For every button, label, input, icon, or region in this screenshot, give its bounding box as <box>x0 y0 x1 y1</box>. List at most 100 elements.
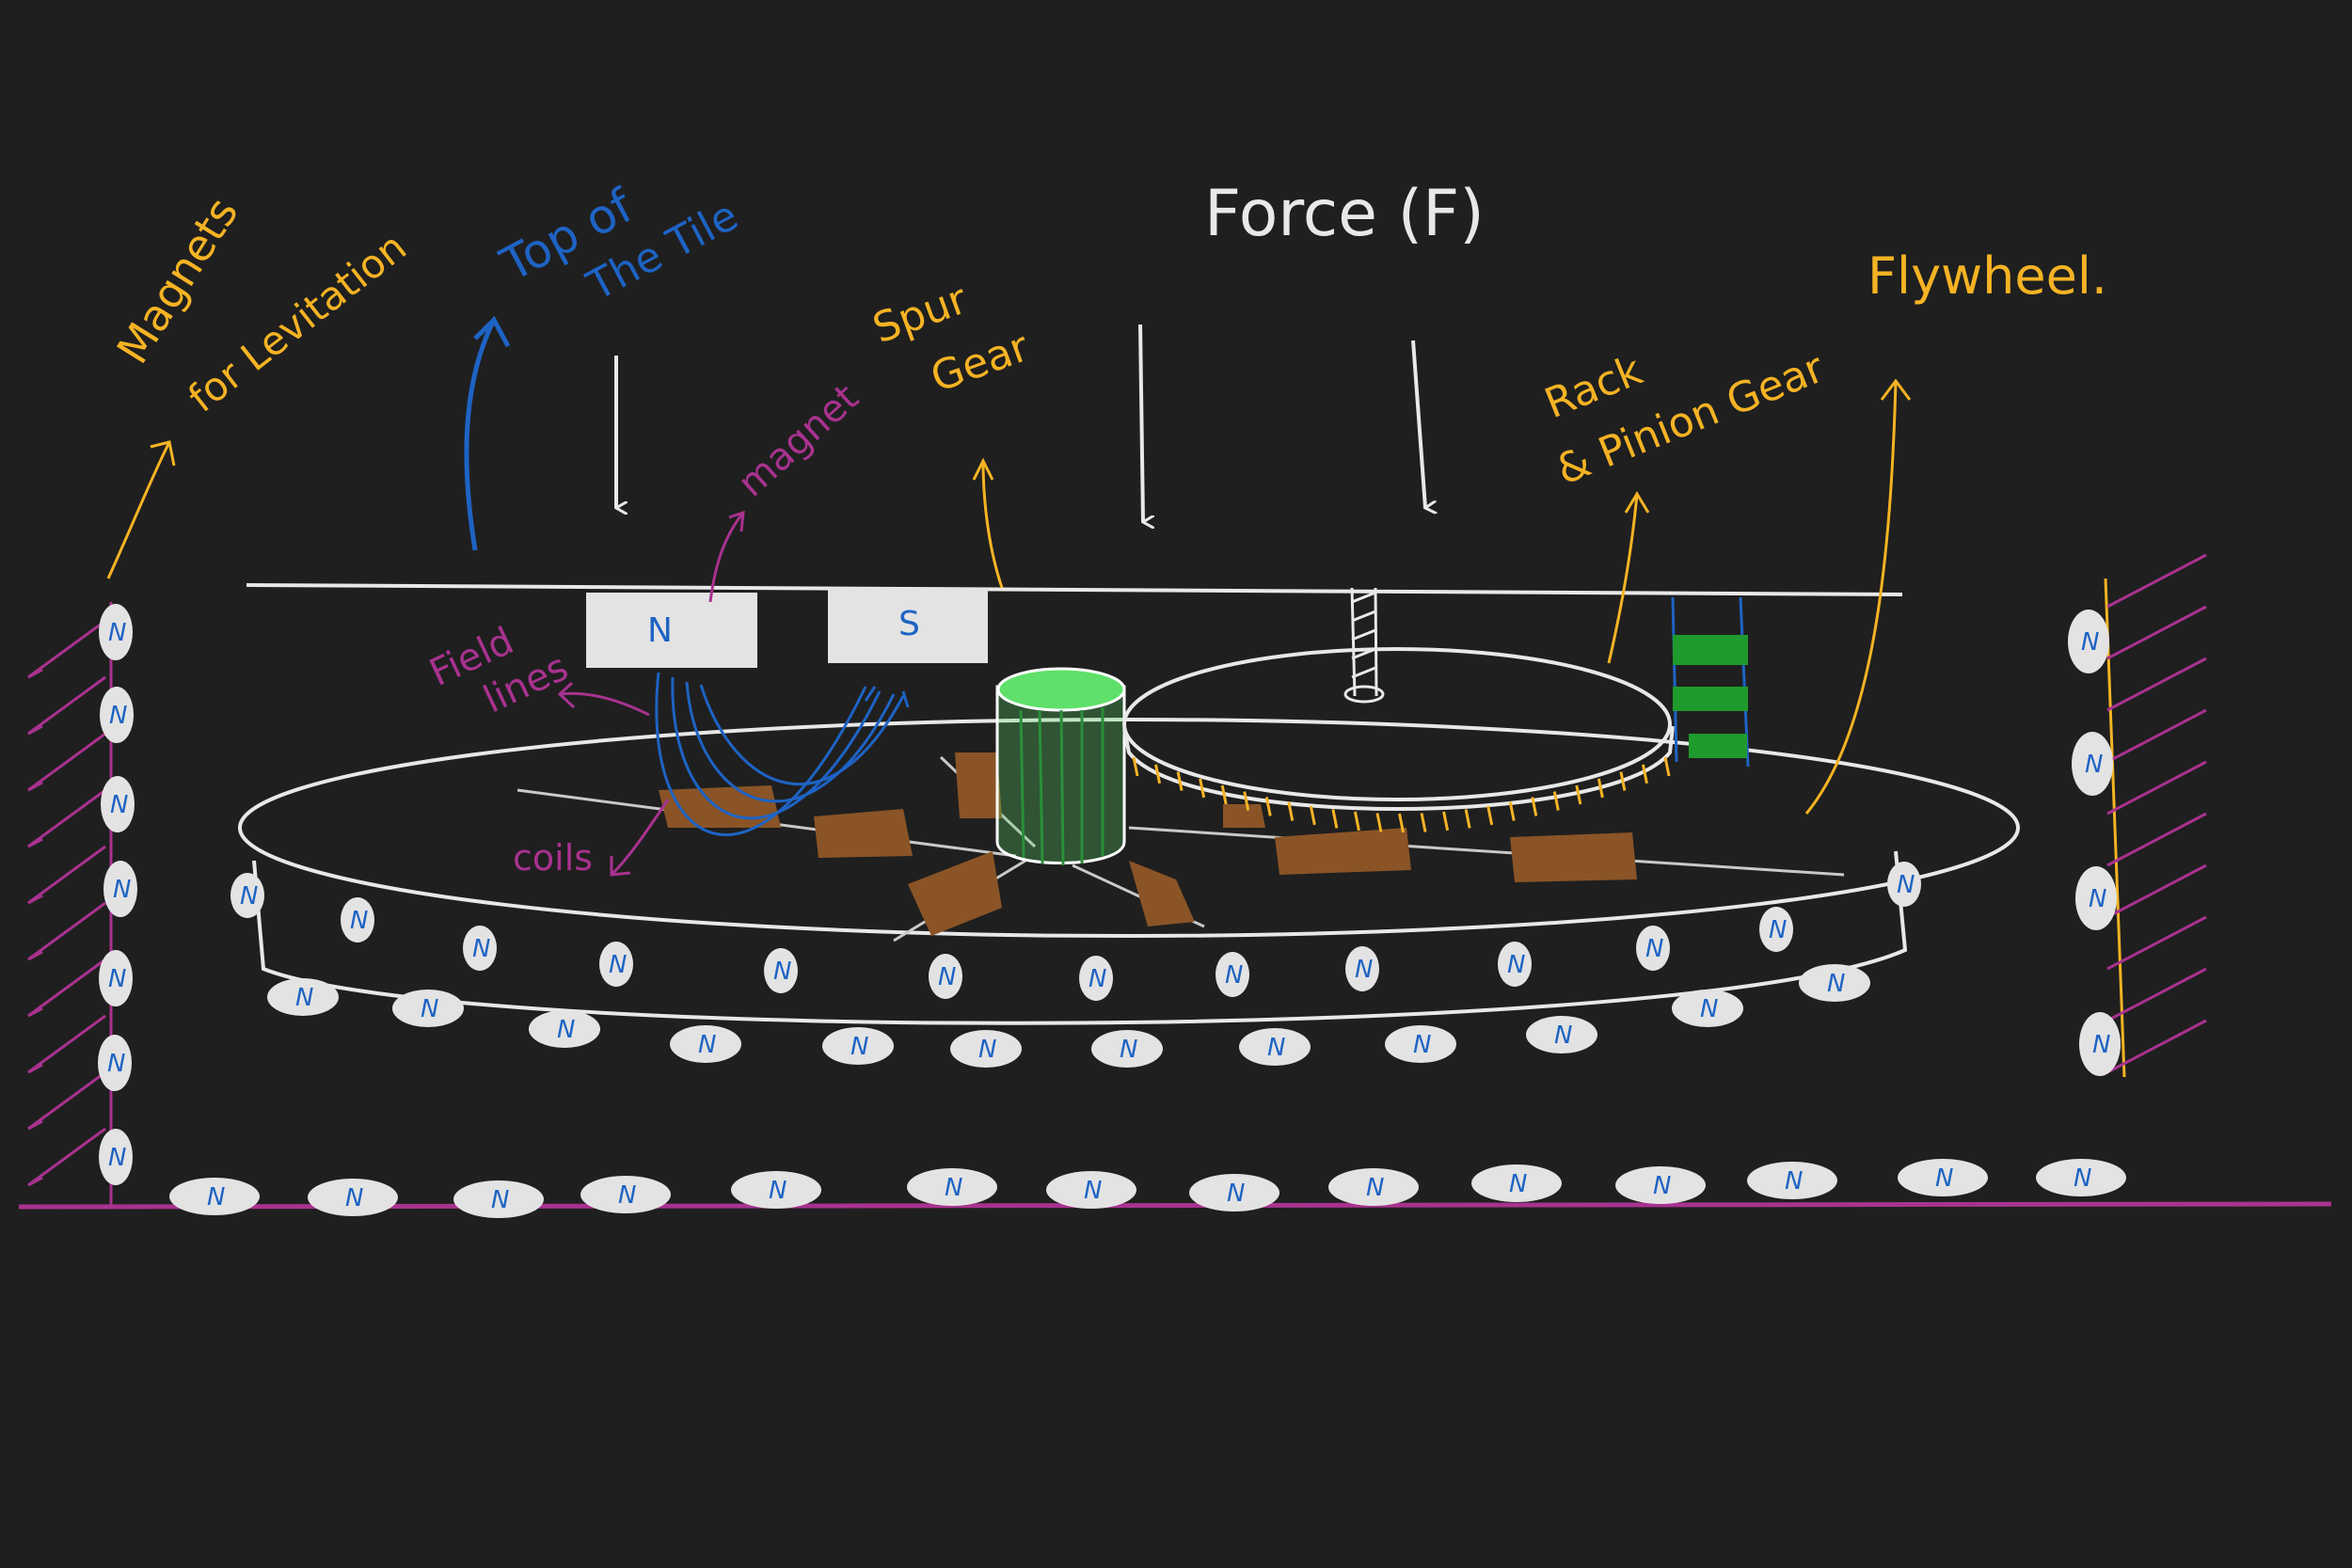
pole-marker-label: N <box>491 1186 509 1214</box>
disc-rim-magnet: N <box>1636 926 1670 971</box>
label-arrows <box>106 378 1912 815</box>
floor-magnet: N <box>1615 1166 1706 1204</box>
floor-magnet: N <box>1471 1164 1562 1202</box>
disc-rim-magnet: N <box>1887 862 1921 907</box>
disc-under-magnet: N <box>670 1025 741 1063</box>
pole-marker-label: N <box>107 1050 125 1078</box>
pole-marker-label: N <box>1089 965 1106 993</box>
field-lines-label: Field lines <box>423 619 575 721</box>
floor-magnet: N <box>1046 1171 1136 1209</box>
pole-marker-label: N <box>2092 1031 2110 1059</box>
pole-marker-label: N <box>108 619 126 647</box>
pole-marker-label: N <box>2081 628 2099 657</box>
pole-marker-label: N <box>773 958 791 986</box>
left-wall-magnet: N <box>99 950 133 1006</box>
pole-marker-label: N <box>472 935 490 963</box>
svg-text:magnet: magnet <box>730 376 867 506</box>
levitation-magnets: N N N N N N N N N N N N N N N N N N N N N N N N N N N N N N N N N N N N N N N N… <box>98 604 2126 1218</box>
disc-rim-magnet: N <box>230 873 264 918</box>
floor-magnet: N <box>1747 1162 1837 1199</box>
disc-rim-magnet: N <box>929 954 962 999</box>
disc-under-magnet: N <box>1091 1030 1163 1068</box>
left-wall-magnet: N <box>98 1035 132 1091</box>
pole-marker-label: N <box>769 1177 787 1205</box>
floor-magnet: N <box>580 1176 671 1213</box>
threaded-shaft <box>1343 587 1385 704</box>
tile-up-arrow <box>464 315 511 551</box>
disc-rim-magnet: N <box>764 948 798 993</box>
disc-rim-magnet: N <box>599 942 633 987</box>
pole-marker-label: N <box>108 965 126 993</box>
left-wall-magnet: N <box>103 861 137 917</box>
pole-marker-label: N <box>1267 1034 1285 1062</box>
pole-marker-label: N <box>1227 1180 1245 1208</box>
tile-top-line <box>246 583 1903 596</box>
pole-marker-label: N <box>350 907 368 935</box>
disc-under-magnet: N <box>267 978 339 1016</box>
disc-under-magnet: N <box>950 1030 1022 1068</box>
pole-marker-label: N <box>1769 916 1787 944</box>
pole-marker-label: N <box>1935 1164 1953 1193</box>
right-wall-magnet: N <box>2079 1012 2121 1076</box>
pole-marker-label: N <box>850 1033 868 1061</box>
pole-marker-label: N <box>421 995 438 1023</box>
top-of-tile-label: Top of The Tile <box>492 178 746 310</box>
pole-marker-label: N <box>1509 1170 1527 1198</box>
disc-under-magnet: N <box>822 1027 894 1065</box>
spur-gear-label-line1: Spur <box>866 275 974 353</box>
south-pole-label: S <box>898 605 920 643</box>
disc-rim-magnet: N <box>1345 946 1379 991</box>
pole-marker-label: N <box>945 1174 962 1202</box>
spur-gear-label: Spur Gear <box>866 275 1036 402</box>
pole-marker-label: N <box>1700 995 1718 1023</box>
disc-rim-magnet: N <box>1079 956 1113 1001</box>
pole-marker-label: N <box>938 963 956 991</box>
floor-magnet: N <box>2036 1159 2126 1196</box>
pole-marker-label: N <box>1120 1036 1137 1064</box>
pole-marker-label: N <box>1645 935 1663 963</box>
field-lines <box>655 672 910 836</box>
floor-line <box>18 1201 2332 1210</box>
floor-magnet: N <box>308 1179 398 1216</box>
left-wall <box>27 602 113 1207</box>
right-wall-magnet: N <box>2075 866 2117 930</box>
pole-marker-label: N <box>1554 1022 1572 1050</box>
rack <box>1671 596 1750 768</box>
right-wall-magnet: N <box>2072 732 2113 796</box>
floor-magnet: N <box>453 1180 544 1218</box>
floor-magnet: N <box>1898 1159 1988 1196</box>
disc-rim-magnet: N <box>1759 907 1793 952</box>
pole-marker-label: N <box>1413 1031 1431 1059</box>
spur-gear <box>995 667 1126 866</box>
pole-marker-label: N <box>207 1183 225 1212</box>
magnet-block-south: S <box>828 588 988 663</box>
left-wall-magnet: N <box>99 1129 133 1185</box>
disc-under-magnet: N <box>529 1010 600 1048</box>
force-label: Force (F) <box>1204 177 1485 251</box>
upper-flywheel <box>1122 647 1675 833</box>
disc-under-magnet: N <box>1385 1025 1456 1063</box>
left-wall-magnet: N <box>99 604 133 660</box>
floor-magnet: N <box>907 1168 997 1206</box>
pole-marker-label: N <box>1653 1172 1671 1200</box>
right-wall-magnet: N <box>2068 610 2109 673</box>
pole-marker-label: N <box>295 984 313 1012</box>
magnet-block-north: N <box>586 593 757 668</box>
disc-rim-magnet: N <box>463 926 497 971</box>
pole-marker-label: N <box>1225 961 1243 990</box>
disc-rim-magnet: N <box>341 897 374 942</box>
coils <box>659 752 1637 936</box>
pole-marker-label: N <box>609 951 627 979</box>
force-arrows <box>614 324 1425 522</box>
rack-pinion-label: Rack & Pinion Gear <box>1538 343 1832 494</box>
pole-marker-label: N <box>1507 951 1525 979</box>
pole-marker-label: N <box>108 1144 126 1172</box>
disc-under-magnet: N <box>1239 1028 1311 1066</box>
disc-under-magnet: N <box>1799 964 1870 1002</box>
pole-marker-label: N <box>618 1181 636 1210</box>
floor-magnet: N <box>1328 1168 1419 1206</box>
disc-under-magnet: N <box>1672 990 1743 1027</box>
disc-under-magnet: N <box>1526 1016 1597 1053</box>
